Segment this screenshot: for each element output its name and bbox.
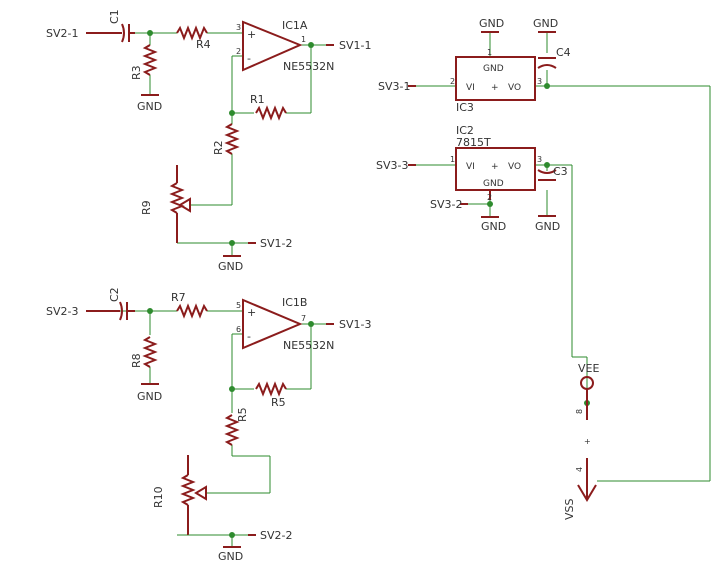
gnd-a-label: GND [137,100,162,113]
sv1-2-label: SV1-2 [260,237,292,250]
ic1b-label: IC1B [282,296,307,309]
ic2-part-label: 7815T [456,136,491,149]
r2-label: R2 [212,140,225,155]
gnd-f-label: GND [533,17,558,30]
gnd-c-label: GND [137,390,162,403]
c3-label: C3 [553,165,568,178]
ic2-vo-label: VO [508,162,521,172]
r9-label: R9 [140,200,153,215]
c4-label: C4 [556,46,571,59]
r7-label: R7 [171,291,186,304]
r4-label: R4 [196,38,211,51]
vee-label: VEE [578,362,599,375]
gnd-g-label: GND [481,220,506,233]
pin-3-ic3: 3 [537,77,542,86]
ic2-plus-label: + [491,162,499,172]
r3-label: R3 [130,65,143,80]
pin-2-ic2: 2 [487,193,492,202]
pin-1-ic3: 2 [450,77,455,86]
sv3-1-label: SV3-1 [378,80,410,93]
pin-2-ic1a: 2 [236,47,241,56]
minus-ic1b: - [247,330,251,343]
junctions [147,30,590,538]
ic3-label: IC3 [456,101,474,114]
gnd-h-label: GND [535,220,560,233]
sv3-2-label: SV3-2 [430,198,462,211]
ic1a-label: IC1A [282,19,308,32]
r10-label: R10 [152,486,165,508]
pin-3-ic2: 3 [537,155,542,164]
minus-ic1a: - [247,52,251,65]
ic3-vi-label: VI [466,83,475,93]
c1-label: C1 [108,9,121,24]
ic2-label: IC2 [456,124,474,137]
sv2-2-label: SV2-2 [260,529,292,542]
vss-label: VSS [563,498,576,520]
r8-label: R8 [130,353,143,368]
text-labels: SV2-1 C1 R4 R3 GND IC1A NE5532N SV1-1 R1… [46,9,599,563]
sv1-1-label: SV1-1 [339,39,371,52]
ne5532-a-label: NE5532N [283,60,334,73]
ic3-gnd-label: GND [483,64,504,74]
pin-1-ic2: 1 [450,155,455,164]
r5-h-label: R5 [271,396,286,409]
sv1-3-label: SV1-3 [339,318,371,331]
r1-label: R1 [250,93,265,106]
sv2-1-label: SV2-1 [46,27,78,40]
plus-ic1a: + [247,28,256,41]
gnd-b-label: GND [218,260,243,273]
pin-1-ic1a: 1 [301,35,306,44]
pin-3-ic1a: 3 [236,23,241,32]
pin-7-ic1b: 7 [301,314,306,323]
pin-2-ic3: 1 [487,48,492,57]
gnd-d-label: GND [218,550,243,563]
wires [120,32,711,547]
ne5532-b-label: NE5532N [283,339,334,352]
supply-plus: + [584,437,591,446]
pin-5-ic1b: 5 [236,301,241,310]
gnd-e-label: GND [479,17,504,30]
pin-4: 4 [575,467,584,472]
c2-label: C2 [108,287,121,302]
plus-ic1b: + [247,306,256,319]
r5-v-label: R5 [236,407,249,422]
ic3-plus-label: + [491,83,499,93]
ic2-gnd-label: GND [483,179,504,189]
ic3-vo-label: VO [508,83,521,93]
parts [86,20,597,548]
sv3-3-label: SV3-3 [376,159,408,172]
pin-6-ic1b: 6 [236,325,241,334]
ic2-vi-label: VI [466,162,475,172]
sv2-3-label: SV2-3 [46,305,78,318]
pin-8: 8 [575,409,584,414]
